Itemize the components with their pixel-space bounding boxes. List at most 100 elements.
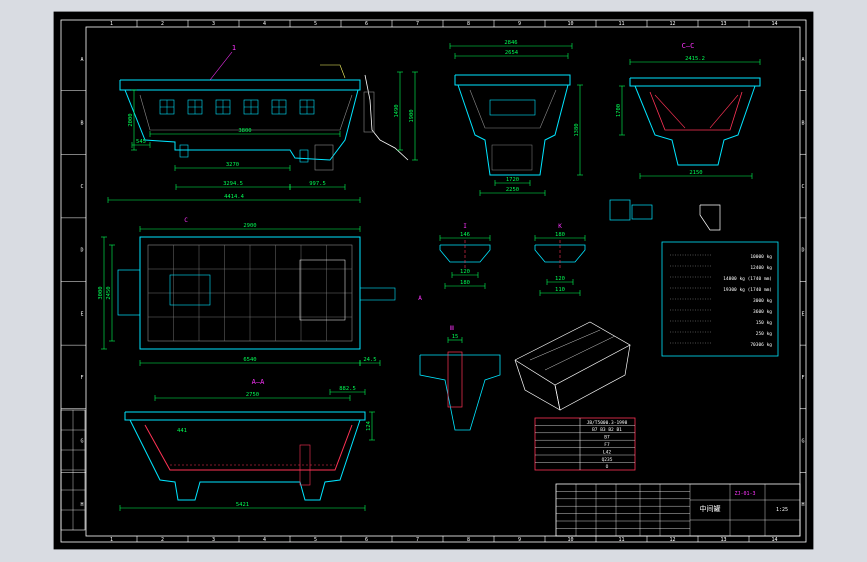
top-rim	[119, 79, 361, 91]
side-body	[457, 84, 569, 176]
detail-label: I	[463, 223, 467, 230]
dimension-text: 124	[366, 420, 372, 431]
weight-value: 10000 kg	[750, 254, 772, 260]
weight-value: 150 kg	[756, 320, 773, 326]
grid-column-label: 4	[263, 537, 266, 543]
grid-row-label: G	[80, 439, 83, 445]
dimension-text: 1380	[574, 123, 580, 136]
detail-label: Ⅲ	[450, 325, 454, 332]
grid-column-label: 13	[720, 537, 726, 543]
grid-column-label: 9	[518, 21, 521, 27]
grid-row-label: H	[801, 502, 804, 508]
dimension-text: 2450	[106, 286, 112, 299]
revision-strip	[60, 409, 86, 531]
dimension-text: 3294.5	[223, 181, 243, 187]
grid-row-label: E	[801, 311, 804, 317]
part-b	[631, 204, 653, 220]
dimension-text: 1900	[409, 109, 415, 122]
grid-column-label: 2	[161, 537, 164, 543]
plan-end-box	[117, 269, 141, 316]
dimension-text: 120	[460, 269, 470, 275]
dimension-text: 3270	[226, 162, 239, 168]
grid-row-label: F	[80, 375, 83, 381]
dimension-text: 180	[555, 232, 565, 238]
small-parts	[609, 199, 721, 231]
lift-arm	[320, 64, 346, 79]
grid-row-label: H	[80, 502, 83, 508]
grid-column-label: 8	[467, 21, 470, 27]
grid-column-label: 3	[212, 537, 215, 543]
dimension-text: 1720	[506, 177, 519, 183]
line	[529, 329, 601, 361]
grid-row-label: F	[801, 375, 804, 381]
side-top	[454, 74, 571, 86]
title-block: 中间罐 ZJ-01-3 1:25	[555, 483, 801, 537]
weights-box	[661, 241, 779, 357]
grid-row-label: D	[801, 248, 804, 254]
dimension-text: 6540	[243, 357, 256, 363]
grid-row-label: A	[801, 57, 804, 63]
detail-section	[419, 354, 501, 431]
section-marker: C	[184, 217, 188, 224]
balloon-number: 1	[232, 44, 236, 52]
side-window	[489, 99, 536, 116]
weight-value: 14800 kg (1740 mm)	[723, 276, 772, 282]
dimension-text: 4414.4	[224, 194, 245, 200]
leg	[179, 144, 189, 158]
dimension-text: 2846	[504, 40, 517, 46]
grid-column-label: 2	[161, 21, 164, 27]
dimension-text: 2900	[243, 223, 256, 229]
aa-top	[124, 411, 366, 421]
grid-column-label: 13	[720, 21, 726, 27]
grid-row-label: D	[80, 248, 83, 254]
grid-row-label: B	[80, 120, 83, 126]
grid-row-label: G	[801, 439, 804, 445]
iso-front	[554, 344, 631, 411]
dimension-text: 545	[136, 139, 146, 145]
dimension-text: 120	[555, 276, 565, 282]
body-outline	[124, 89, 359, 161]
weight-value: 12400 kg	[750, 265, 772, 271]
line	[654, 94, 686, 129]
detail-label: K	[558, 223, 562, 230]
spec-value: JB/T5000.3-1998	[587, 420, 628, 426]
spec-box	[534, 417, 636, 471]
weight-value: 19300 kg (1740 mm)	[723, 287, 772, 293]
spec-value: B7 B3 B2 B1	[592, 427, 622, 433]
drawing-title: 中间罐	[700, 504, 721, 513]
grid-row-label: B	[801, 120, 804, 126]
dimension-text: 882.5	[339, 386, 356, 392]
cc-body	[634, 85, 756, 166]
grid-column-label: 5	[314, 537, 317, 543]
drawing-scale: 1:25	[776, 507, 788, 513]
grid-row-label: A	[80, 57, 83, 63]
grid-column-label: 6	[365, 21, 368, 27]
grid-column-label: 14	[771, 21, 777, 27]
grid-column-label: 1	[110, 537, 113, 543]
dimension-text: 441	[177, 428, 187, 434]
grid-column-label: 6	[365, 537, 368, 543]
grid-column-label: 8	[467, 537, 470, 543]
spec-value: Q235	[602, 457, 613, 463]
side-base	[491, 144, 533, 171]
leg	[299, 149, 309, 163]
outer-border	[60, 19, 807, 543]
spec-value: O	[606, 464, 609, 470]
drawing-number: ZJ-01-3	[734, 491, 755, 497]
grid-column-label: 11	[618, 537, 624, 543]
dimension-text: 1700	[616, 104, 622, 117]
grid-column-label: 10	[567, 537, 573, 543]
weight-value: 3600 kg	[753, 309, 772, 315]
inner-lining	[139, 94, 353, 131]
aa-refractory	[144, 424, 353, 471]
stopper-mechanism	[363, 91, 375, 133]
grid-column-label: 12	[669, 537, 675, 543]
section-label: C—C	[682, 42, 695, 50]
